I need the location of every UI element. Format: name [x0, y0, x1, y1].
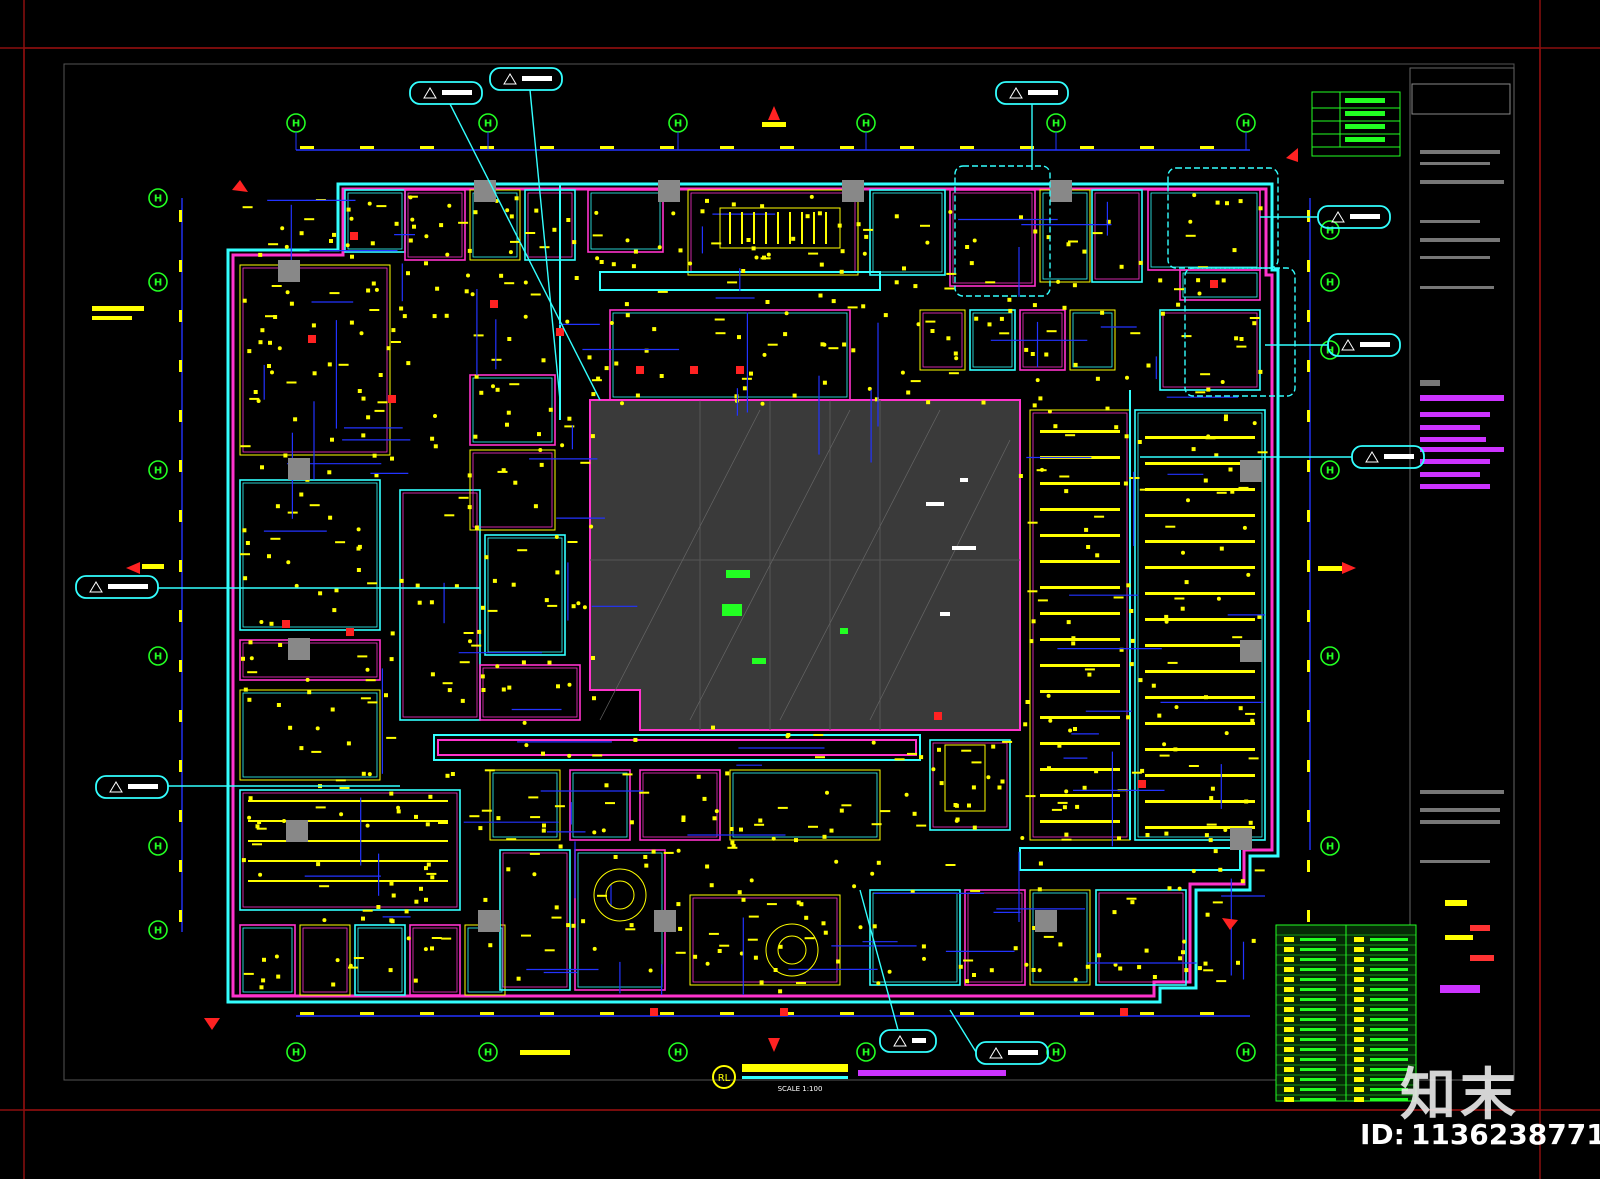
grid-bubble-label: H — [154, 278, 162, 289]
grid-bubble: H — [856, 113, 876, 133]
callout-tag — [489, 67, 563, 91]
callout-tag — [95, 775, 169, 799]
grid-bubble: H — [1236, 113, 1256, 133]
grid-bubble: H — [148, 272, 168, 292]
grid-bubble-label: H — [1242, 1048, 1250, 1059]
grid-bubble: H — [148, 920, 168, 940]
grid-bubble: H — [1320, 220, 1340, 240]
scale-label: SCALE 1:100 — [778, 1085, 823, 1093]
watermark-id-label: ID: — [1360, 1118, 1405, 1151]
structural-columns — [278, 180, 1262, 932]
grid-bubble-label: H — [484, 119, 492, 130]
circuit-wiring — [263, 199, 1265, 995]
conference-table — [719, 207, 986, 812]
rl-badge: RL — [718, 1073, 731, 1084]
callout-tag — [879, 1029, 937, 1053]
grid-bubble-label: H — [1326, 226, 1334, 237]
title-block — [1409, 67, 1515, 1081]
grid-bubble-label: H — [154, 652, 162, 663]
grid-bubble-label: H — [292, 1048, 300, 1059]
callout-tag — [409, 81, 483, 105]
grid-bubble: H — [286, 1042, 306, 1062]
grid-bubble-label: H — [1326, 652, 1334, 663]
grid-bubble: H — [1046, 113, 1066, 133]
grid-bubble-label: H — [292, 119, 300, 130]
grid-bubble-label: H — [1326, 466, 1334, 477]
watermark-id: ID:1136238771 — [1360, 1118, 1600, 1151]
watermark-logo: 知末 — [1400, 1063, 1520, 1128]
grid-bubble-label: H — [1242, 119, 1250, 130]
grid-bubble-label: H — [154, 466, 162, 477]
legend-top — [1311, 91, 1401, 157]
legend-table — [1275, 924, 1417, 1102]
grid-bubble: H — [148, 646, 168, 666]
grid-bubble: H — [478, 113, 498, 133]
grid-bubble-label: H — [674, 1048, 682, 1059]
corridors — [433, 185, 1241, 871]
grid-bubble: H — [1320, 460, 1340, 480]
grid-bubble: H — [148, 460, 168, 480]
grid-bubble: H — [1320, 272, 1340, 292]
grid-bubble: H — [1236, 1042, 1256, 1062]
red-markers — [282, 232, 1218, 1016]
grid-bubble-label: H — [484, 1048, 492, 1059]
grid-bubble-label: H — [862, 119, 870, 130]
grid-bubble-label: H — [154, 194, 162, 205]
atrium-void — [589, 399, 1021, 731]
building-outline — [226, 182, 1280, 1004]
grid-bubble-label: H — [862, 1048, 870, 1059]
section-arrows — [126, 106, 1356, 1052]
grid-bubble: H — [148, 836, 168, 856]
grid-bubble-label: H — [1326, 278, 1334, 289]
dimension-ticks — [179, 146, 1310, 1015]
grid-bubble: H — [668, 1042, 688, 1062]
bottom-labels — [92, 306, 1006, 1089]
grid-bubble-label: H — [1052, 119, 1060, 130]
callout-tag — [75, 575, 159, 599]
grid-bubble: H — [1320, 646, 1340, 666]
callout-tags — [75, 67, 1425, 1065]
grid-bubble: H — [478, 1042, 498, 1062]
grid-bubble: H — [1320, 836, 1340, 856]
grid-bubble: H — [1046, 1042, 1066, 1062]
grid-bubble-label: H — [154, 842, 162, 853]
grid-bubble: H — [856, 1042, 876, 1062]
watermark-id-value: 1136238771 — [1410, 1118, 1600, 1151]
grid-bubble-label: H — [674, 119, 682, 130]
grid-bubble-label: H — [1326, 842, 1334, 853]
room-partitions — [239, 189, 1266, 996]
chandelier — [593, 868, 819, 977]
grid-bubble: H — [148, 188, 168, 208]
grid-bubble-label: H — [1052, 1048, 1060, 1059]
grid-bubble-label: H — [154, 926, 162, 937]
grid-bubble: H — [286, 113, 306, 133]
callout-tag — [975, 1041, 1049, 1065]
grid-bubble: H — [668, 113, 688, 133]
